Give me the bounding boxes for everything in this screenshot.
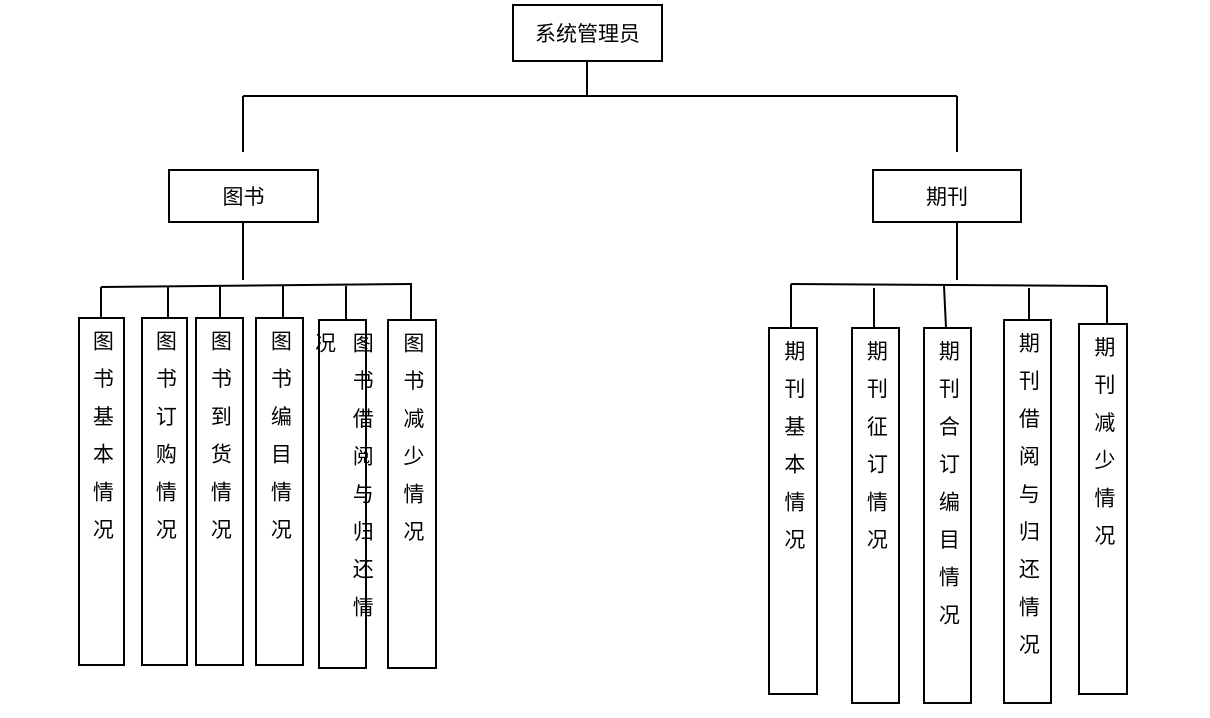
leaf-label: 图书减少情况 bbox=[400, 332, 425, 559]
leaf-node-journal-subscription: 期刊征订情况 bbox=[851, 327, 900, 704]
leaf-label: 期刊征订情况 bbox=[864, 340, 889, 567]
connector-journals-bus bbox=[790, 283, 1108, 287]
leaf-label: 图书基本情况 bbox=[90, 330, 115, 557]
leaf-node-book-lending: 图书借阅与归还情况 bbox=[313, 319, 374, 669]
root-label: 系统管理员 bbox=[535, 22, 640, 46]
root-node: 系统管理员 bbox=[512, 4, 663, 62]
leaf-node-book-reduction: 图书减少情况 bbox=[387, 319, 437, 669]
leaf-node-book-arrival: 图书到货情况 bbox=[195, 317, 244, 666]
connector-journal-child-3 bbox=[943, 285, 947, 329]
leaf-label: 图书借阅与归还情况 bbox=[312, 332, 375, 634]
leaf-node-book-cataloging: 图书编目情况 bbox=[255, 317, 304, 666]
leaf-node-journal-basic: 期刊基本情况 bbox=[768, 327, 818, 695]
branch-node-books: 图书 bbox=[168, 169, 319, 223]
leaf-node-book-ordering: 图书订购情况 bbox=[141, 317, 188, 666]
leaf-label: 图书编目情况 bbox=[268, 330, 293, 557]
branch-label-journals: 期刊 bbox=[926, 185, 968, 209]
leaf-node-journal-lending: 期刊借阅与归还情况 bbox=[1003, 319, 1052, 704]
leaf-label: 期刊合订编目情况 bbox=[936, 340, 961, 642]
branch-label-books: 图书 bbox=[222, 185, 265, 209]
leaf-node-journal-reduction: 期刊减少情况 bbox=[1078, 323, 1128, 695]
leaf-node-journal-binding: 期刊合订编目情况 bbox=[923, 327, 972, 704]
connector-books-bus bbox=[100, 283, 413, 288]
leaf-label: 期刊借阅与归还情况 bbox=[1016, 332, 1041, 672]
leaf-label: 图书到货情况 bbox=[208, 330, 233, 557]
leaf-label: 期刊减少情况 bbox=[1091, 336, 1116, 563]
leaf-label: 图书订购情况 bbox=[153, 330, 178, 557]
branch-node-journals: 期刊 bbox=[872, 169, 1022, 223]
leaf-node-book-basic: 图书基本情况 bbox=[78, 317, 125, 666]
leaf-label: 期刊基本情况 bbox=[781, 340, 806, 567]
